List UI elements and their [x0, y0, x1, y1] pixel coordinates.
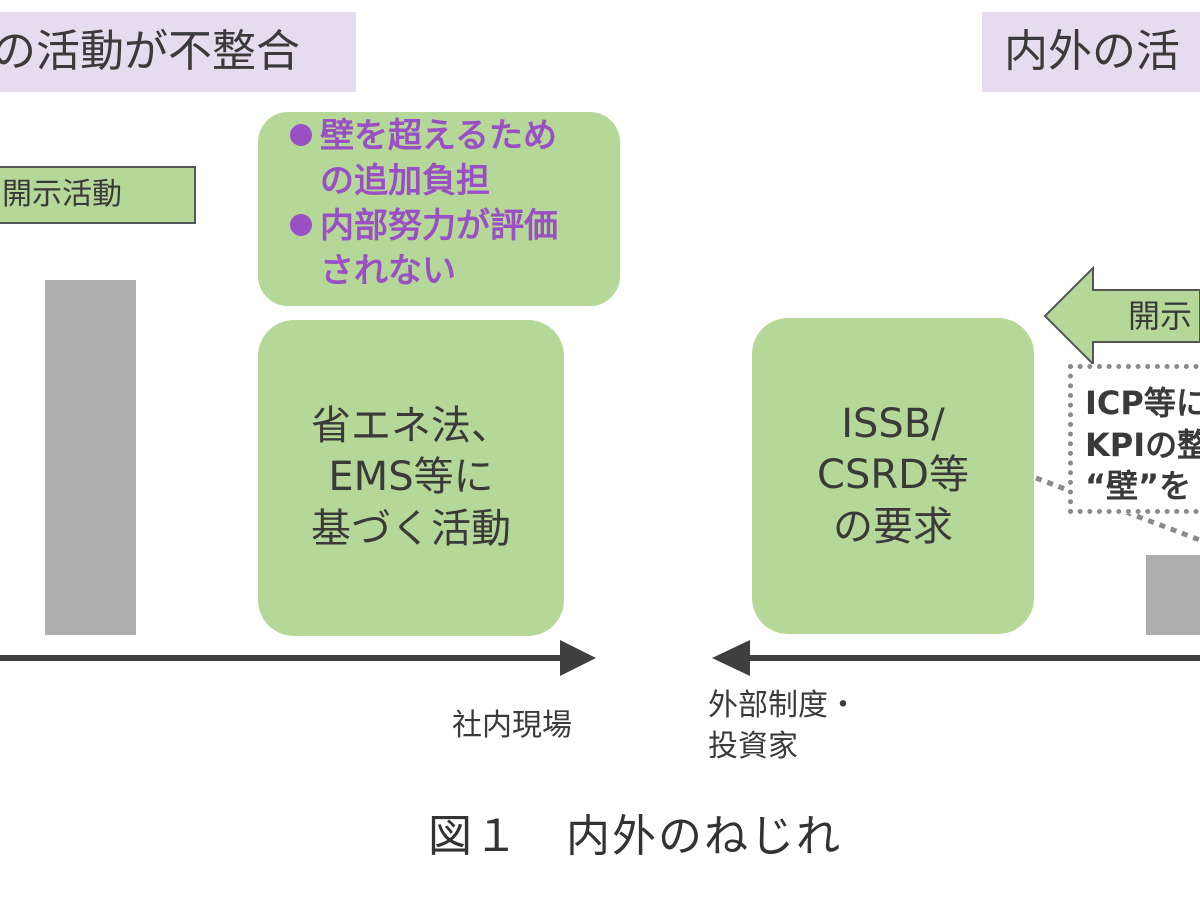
- burden-list: 壁を超えるための追加負担 内部努力が評価されない: [288, 114, 588, 294]
- external-requirement-line: CSRD等: [817, 452, 969, 499]
- internal-axis-label: 社内現場: [452, 708, 572, 743]
- disclosure-activity-label: 開示活動: [2, 177, 122, 212]
- bullet-icon: [290, 213, 312, 236]
- external-requirement-line: ISSB/: [841, 401, 945, 448]
- internal-activity-line: EMS等に: [328, 454, 494, 501]
- external-axis-label-line: 外部制度・: [708, 688, 858, 723]
- burden-item-text: 壁を超えるための追加負担: [320, 116, 557, 201]
- burden-item-text: 内部努力が評価されない: [320, 205, 558, 291]
- figure-caption: 図１ 内外のねじれ: [428, 811, 842, 862]
- internal-activity-line: 基づく活動: [311, 505, 511, 552]
- icp-note-line: ICP等に: [1085, 384, 1200, 422]
- internal-bar: [45, 280, 136, 635]
- external-requirement-line: の要求: [832, 503, 953, 550]
- left-title-box: の活動が不整合: [0, 12, 356, 92]
- external-bar: [1146, 555, 1200, 635]
- external-requirement-box: ISSB/ CSRD等 の要求: [752, 318, 1034, 634]
- icp-note-line: “壁”を: [1085, 467, 1192, 506]
- right-title-box: 内外の活: [982, 12, 1200, 92]
- external-requirement-text: ISSB/ CSRD等 の要求: [817, 399, 969, 553]
- external-axis-label-line: 投資家: [708, 728, 798, 764]
- external-axis-label: 外部制度・ 投資家: [708, 686, 858, 767]
- burden-box: 壁を超えるための追加負担 内部努力が評価されない: [258, 112, 620, 306]
- right-title-text: 内外の活: [1004, 26, 1180, 77]
- disclosure-arrow-shape: [1043, 265, 1200, 367]
- disclosure-arrow-label-box: 開示: [1128, 292, 1200, 340]
- bullet-icon: [290, 124, 312, 146]
- icp-note-line: KPIの整: [1085, 425, 1200, 464]
- icp-note-box: ICP等に KPIの整 “壁”を: [1068, 364, 1200, 514]
- external-axis-arrowhead: [712, 640, 750, 676]
- left-title-text: の活動が不整合: [0, 26, 300, 77]
- internal-activity-line: 省エネ法、: [311, 403, 511, 450]
- disclosure-arrow-label: 開示: [1128, 297, 1193, 335]
- burden-item: 内部努力が評価されない: [288, 204, 588, 294]
- internal-activity-text: 省エネ法、 EMS等に 基づく活動: [311, 401, 511, 555]
- internal-axis-arrowhead: [560, 640, 596, 676]
- internal-activity-box: 省エネ法、 EMS等に 基づく活動: [258, 320, 564, 636]
- burden-item: 壁を超えるための追加負担: [288, 114, 588, 204]
- disclosure-activity-box: 開示活動: [0, 166, 196, 224]
